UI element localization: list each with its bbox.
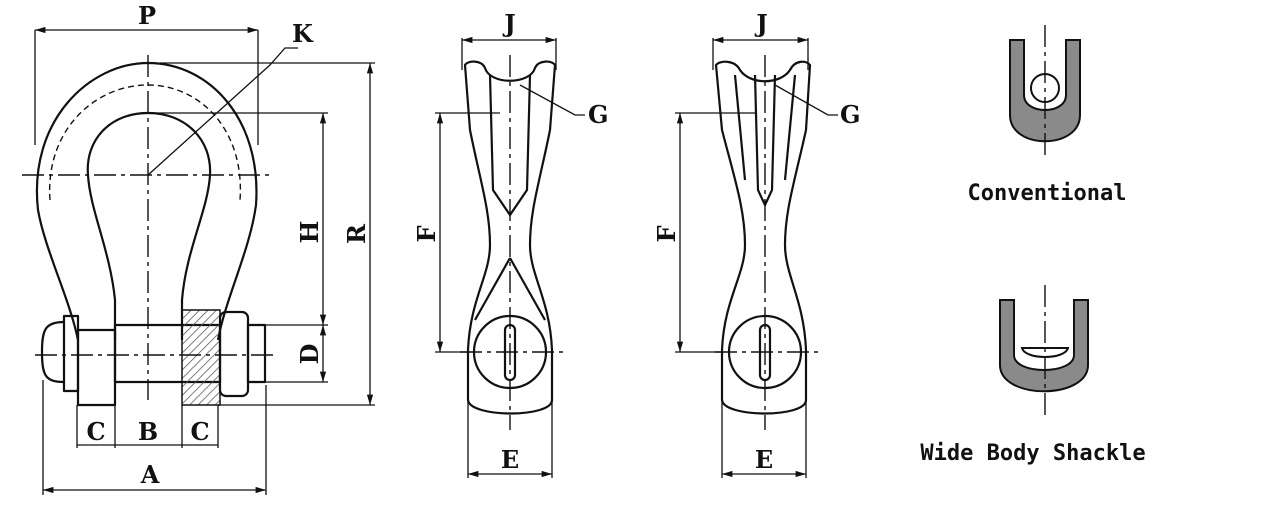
dim-label-G: G — [588, 100, 609, 129]
dim-label-P: P — [138, 1, 156, 30]
dim-label-G: G — [840, 100, 861, 129]
bow-outer — [35, 61, 258, 341]
pin-end — [246, 323, 267, 384]
pin-head-eye — [40, 320, 65, 384]
pin-head — [62, 314, 80, 393]
side-view-conventional: J G F E — [412, 9, 609, 478]
bow-mid-dashed — [49, 84, 242, 201]
leg-left — [76, 328, 117, 407]
dim-label-E: E — [755, 445, 773, 474]
dim-label-J: J — [754, 9, 767, 38]
dim-label-F: F — [652, 225, 681, 242]
side-view-wide-body: J G F E — [652, 9, 861, 478]
dim-label-A: A — [140, 460, 160, 489]
bow-section-conventional: Conventional — [968, 25, 1127, 206]
dim-label-J: J — [502, 9, 515, 38]
leg-right-section — [181, 309, 221, 406]
dim-label-F: F — [412, 225, 441, 242]
dim-label-H: H — [295, 221, 324, 244]
dim-label-R: R — [342, 223, 371, 244]
bow-inner — [86, 111, 212, 340]
bow-section-wide-body: Wide Body Shackle — [920, 285, 1146, 466]
dim-label-C-left: C — [86, 417, 105, 446]
dim-label-K: K — [292, 19, 314, 48]
dim-label-C-right: C — [190, 417, 209, 446]
dim-label-E: E — [501, 445, 519, 474]
nut — [218, 310, 250, 398]
caption-conventional: Conventional — [968, 181, 1127, 206]
front-view: P K H D R C B C A — [22, 1, 375, 495]
dim-label-D: D — [295, 344, 324, 365]
caption-wide-body: Wide Body Shackle — [920, 441, 1145, 466]
dim-label-B: B — [138, 417, 158, 446]
